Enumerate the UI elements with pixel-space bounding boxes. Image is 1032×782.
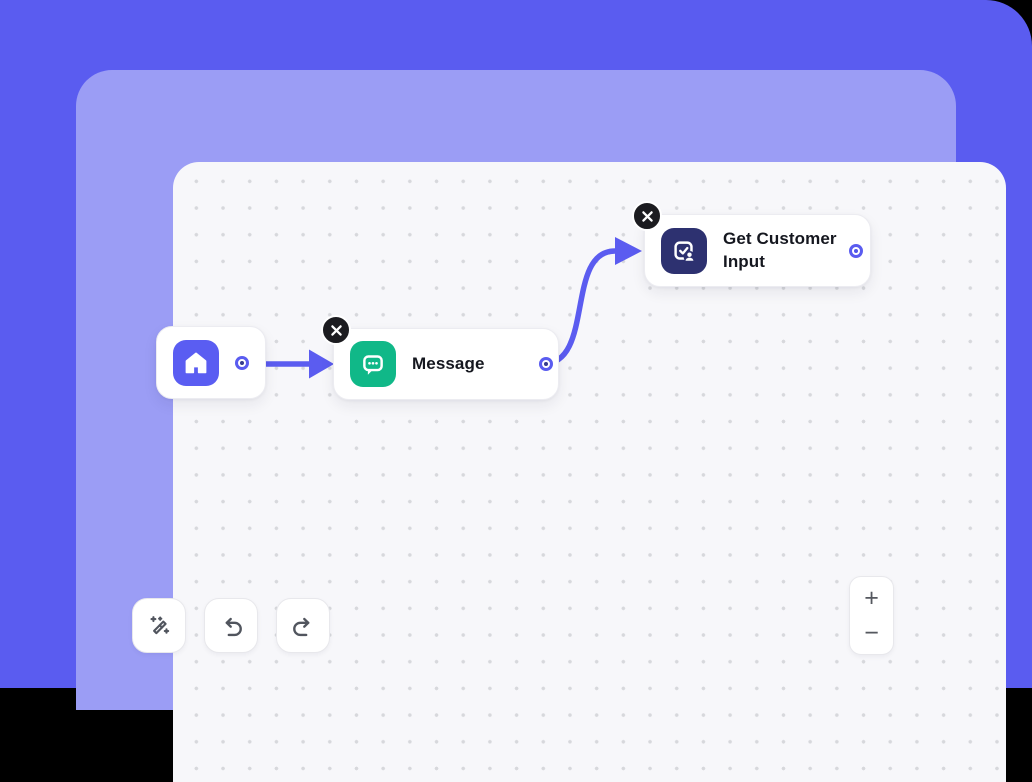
zoom-controls: + − bbox=[849, 576, 894, 655]
output-handle-message[interactable] bbox=[542, 360, 550, 368]
output-handle-start[interactable] bbox=[238, 358, 246, 367]
delete-node-button[interactable] bbox=[321, 315, 351, 345]
node-label: Get Customer Input bbox=[723, 229, 837, 271]
canvas-toolbar bbox=[132, 598, 330, 653]
node-message[interactable]: Message bbox=[321, 315, 559, 400]
undo-button[interactable] bbox=[204, 598, 258, 653]
delete-node-button[interactable] bbox=[632, 201, 662, 231]
output-handle-get-customer-input[interactable] bbox=[852, 246, 860, 255]
flow-canvas[interactable] bbox=[173, 162, 1006, 782]
redo-button[interactable] bbox=[276, 598, 330, 653]
magic-wand-icon bbox=[149, 616, 169, 635]
node-label: Message bbox=[412, 353, 485, 373]
magic-wand-button[interactable] bbox=[132, 598, 186, 653]
node-get-customer-input[interactable]: Get Customer Input bbox=[632, 201, 871, 287]
undo-icon bbox=[225, 617, 242, 637]
zoom-out-button[interactable]: − bbox=[850, 616, 893, 650]
close-icon bbox=[330, 324, 342, 336]
close-icon bbox=[641, 210, 653, 222]
zoom-in-button[interactable]: + bbox=[850, 581, 893, 615]
redo-icon bbox=[292, 617, 309, 637]
home-icon bbox=[173, 339, 219, 386]
chat-bubble-icon bbox=[350, 341, 396, 387]
user-task-check-icon bbox=[661, 227, 707, 274]
node-start[interactable] bbox=[156, 326, 266, 399]
